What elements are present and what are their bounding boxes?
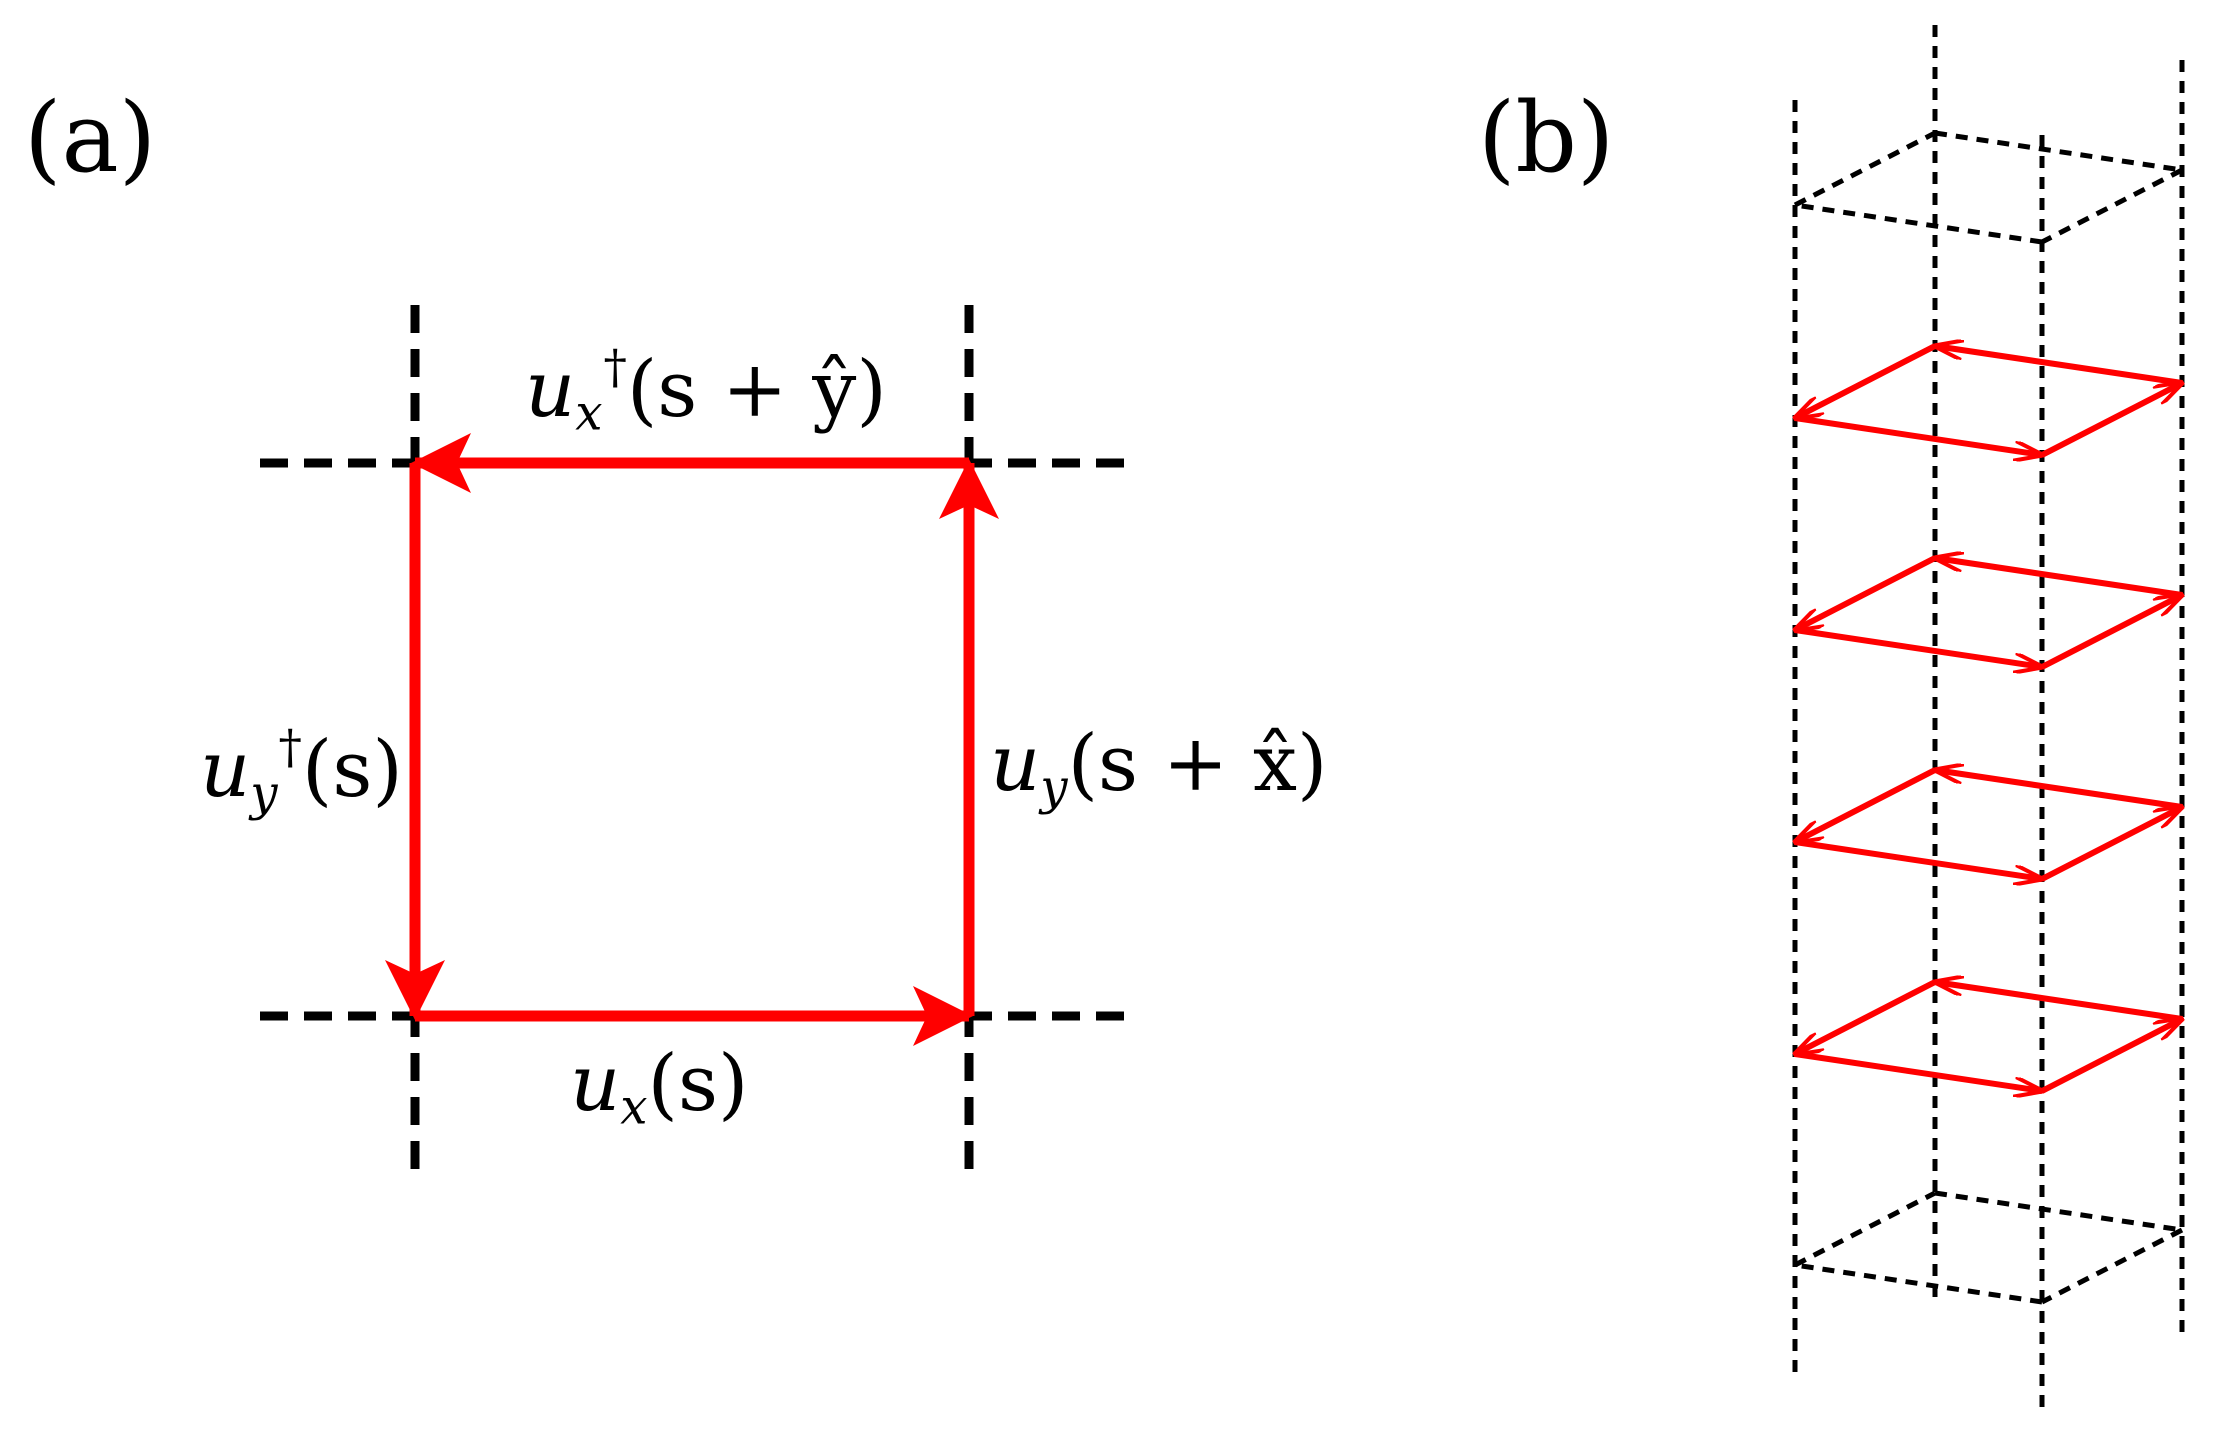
plaquette-arrow — [1795, 767, 1937, 842]
plaquette-arrow — [1935, 558, 2183, 598]
panel-b-label: (b) — [1478, 82, 1615, 194]
link-label-bottom-arg: (s) — [647, 1039, 749, 1129]
cross-section-bottom-edge — [1934, 1190, 2183, 1233]
plaquette-arrow — [2040, 807, 2182, 882]
link-label-bottom-base: u — [570, 1039, 621, 1129]
cross-section-top-edge — [1794, 202, 2043, 245]
link-label-right-arg: (s + x̂) — [1067, 719, 1328, 809]
link-label-left-arg: (s) — [301, 724, 403, 815]
plaquette-arrow — [1935, 346, 2183, 386]
link-label-top-sub: x — [575, 385, 603, 442]
plaquette-arrow — [2040, 1019, 2182, 1094]
plaquette-arrow — [1794, 627, 2042, 667]
plaquette-arrow — [1794, 839, 2042, 879]
plaquette-arrow — [1795, 343, 1937, 418]
cross-section-bottom-edge — [1793, 1190, 1937, 1268]
link-label-bottom-sub: x — [620, 1079, 648, 1136]
link-label-left-sup: † — [278, 721, 302, 775]
panel-a-label: (a) — [24, 82, 157, 194]
cross-section-bottom-edge — [1794, 1262, 2043, 1305]
plaquette-arrow — [1935, 770, 2183, 810]
link-label-top: ux†(s + ŷ) — [525, 345, 887, 438]
link-label-top-arg: (s + ŷ) — [626, 344, 887, 435]
link-label-left-base: u — [200, 724, 251, 815]
plaquette-arrow — [1795, 555, 1937, 630]
cross-section-bottom-edge — [2040, 1227, 2184, 1305]
panel-a-plaquette — [385, 433, 999, 1046]
link-label-left-sub: y — [250, 765, 278, 822]
cross-section-top-edge — [1934, 130, 2183, 173]
plaquette-arrow — [1794, 415, 2042, 455]
link-label-right-sub: y — [1040, 759, 1068, 816]
link-label-right-base: u — [990, 719, 1041, 809]
panel-b-plaquettes — [1795, 346, 2182, 1091]
link-label-right: uy(s + x̂) — [990, 725, 1327, 812]
link-label-top-base: u — [525, 344, 576, 435]
plaquette-arrow — [1795, 979, 1937, 1054]
plaquette-arrow — [2040, 595, 2182, 670]
cross-section-top-edge — [2040, 167, 2184, 245]
link-label-left: uy†(s) — [200, 725, 403, 818]
plaquette-arrow — [1794, 1051, 2042, 1091]
link-label-top-sup: † — [603, 341, 627, 395]
link-label-bottom: ux(s) — [570, 1045, 748, 1132]
plaquette-arrow — [1935, 982, 2183, 1022]
panel-b-lattice — [1792, 25, 2185, 1410]
plaquette-arrow — [2040, 383, 2182, 458]
cross-section-top-edge — [1793, 130, 1937, 208]
